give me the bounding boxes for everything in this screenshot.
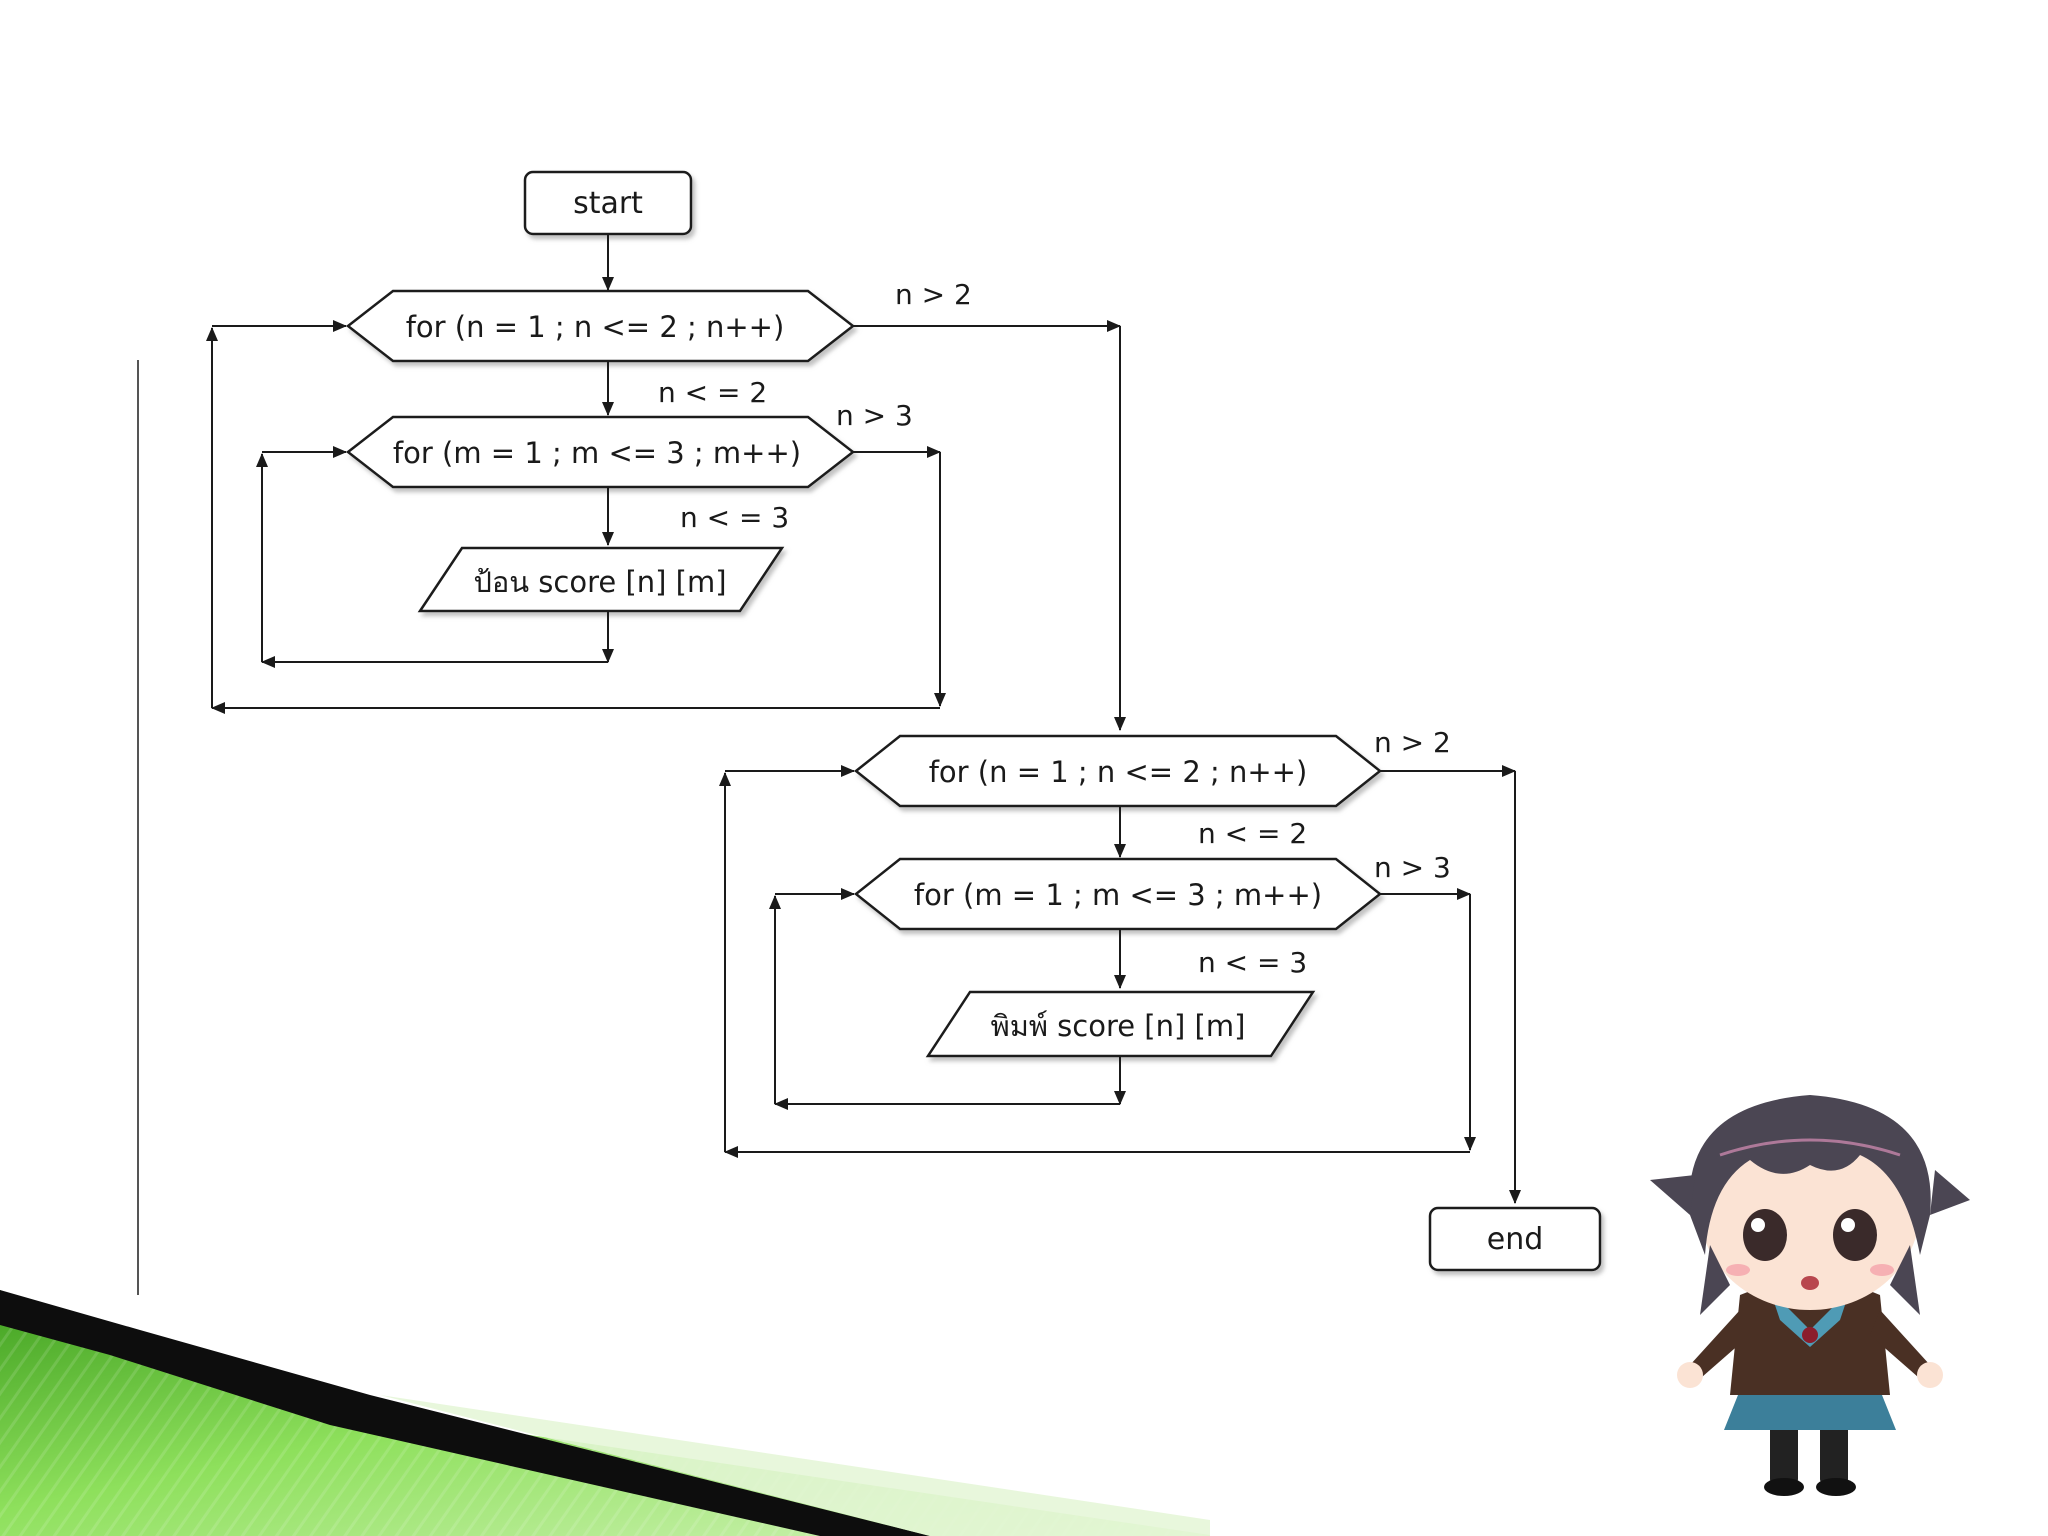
output-outer-loop-label: for (n = 1 ; n <= 2 ; n++) xyxy=(929,755,1308,789)
anime-character-illustration xyxy=(1650,1095,1970,1496)
inner-exit-label: n > 3 xyxy=(836,399,913,432)
input-io-label: ป้อน score [n] [m] xyxy=(473,565,726,599)
inner-loop-label: for (m = 1 ; m <= 3 ; m++) xyxy=(393,436,801,470)
input-parallelogram xyxy=(417,546,785,613)
inner-continue-label: n < = 3 xyxy=(680,501,789,534)
input-block: start for (n = 1 ; n <= 2 ; n++) n > 2 n… xyxy=(206,170,1126,731)
output-io-label: พิมพ์ score [n] [m] xyxy=(991,1009,1246,1043)
outer-exit-label: n > 2 xyxy=(895,278,972,311)
outer-loop-label: for (n = 1 ; n <= 2 ; n++) xyxy=(406,310,785,344)
start-label: start xyxy=(573,186,643,221)
output-outer-exit-label: n > 2 xyxy=(1374,726,1451,759)
decorative-green-swoosh xyxy=(0,1290,1210,1536)
output-inner-exit-label: n > 3 xyxy=(1374,851,1451,884)
output-outer-continue-label: n < = 2 xyxy=(1198,817,1307,850)
output-parallelogram xyxy=(925,990,1316,1058)
output-inner-loop-label: for (m = 1 ; m <= 3 ; m++) xyxy=(914,878,1322,912)
outer-continue-label: n < = 2 xyxy=(658,376,767,409)
end-terminal xyxy=(1428,1206,1602,1272)
output-block: for (n = 1 ; n <= 2 ; n++) n > 2 n < = 2… xyxy=(719,726,1602,1272)
end-label: end xyxy=(1487,1222,1544,1257)
output-inner-continue-label: n < = 3 xyxy=(1198,946,1307,979)
